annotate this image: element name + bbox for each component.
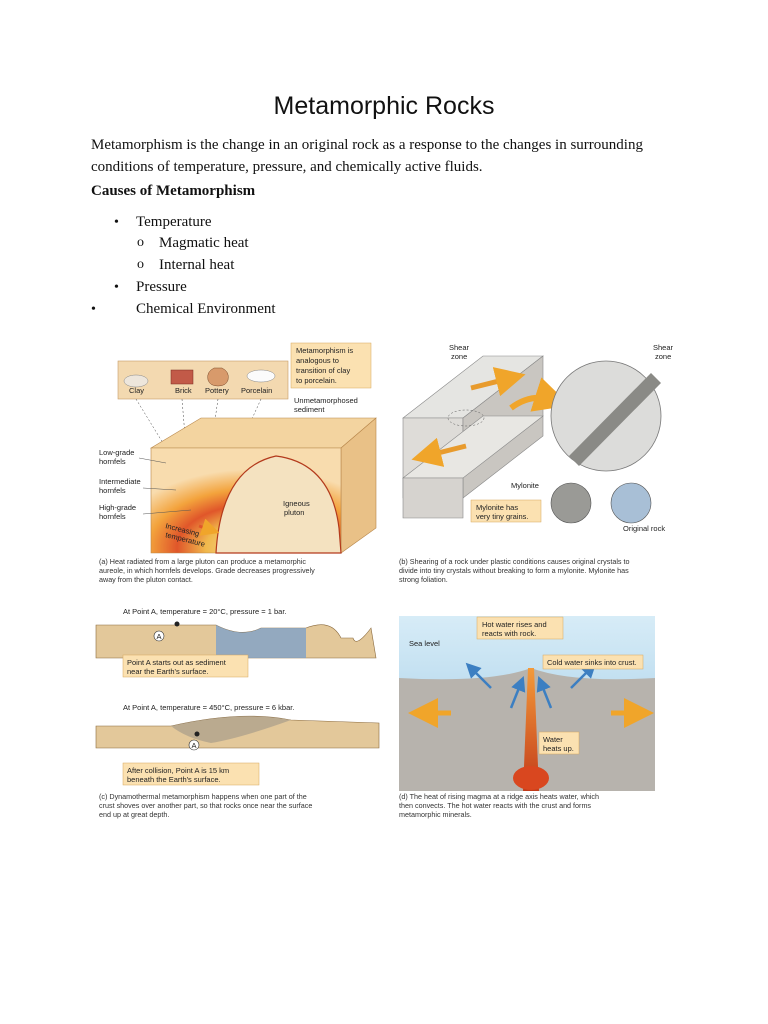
- analogy-note-line: Metamorphism is: [296, 346, 353, 355]
- metamorphism-figure: Clay Brick Pottery Porcelain Metamorphis…: [95, 342, 674, 819]
- bullet-icon: •: [91, 302, 96, 317]
- pluton-label: pluton: [284, 508, 304, 517]
- cold-water-note: Cold water sinks into crust.: [547, 658, 637, 667]
- shear-zone-label: zone: [655, 352, 671, 361]
- circle-bullet-icon: o: [137, 257, 144, 272]
- porcelain-label: Porcelain: [241, 386, 272, 395]
- mylonite-label: Mylonite: [511, 481, 539, 490]
- analogy-note-line: transition of clay: [296, 366, 350, 375]
- bullet-icon: •: [114, 280, 119, 295]
- caption-a: aureole, in which hornfels develops. Gra…: [99, 566, 315, 575]
- original-rock-label: Original rock: [623, 524, 665, 533]
- caption-c: end up at great depth.: [99, 810, 169, 819]
- circle-bullet-icon: o: [137, 235, 144, 250]
- shear-zone-label: Shear: [449, 343, 470, 352]
- panel-d-hydrothermal: Sea level Hot water rises and reacts wit…: [399, 616, 655, 819]
- point-a-note: beneath the Earth's surface.: [127, 775, 221, 784]
- condition-top: At Point A, temperature = 20°C, pressure…: [123, 607, 287, 616]
- intro-paragraph: Metamorphism is the change in an origina…: [91, 137, 643, 175]
- point-a-note: After collision, Point A is 15 km: [127, 766, 229, 775]
- hot-water-note: reacts with rock.: [482, 629, 536, 638]
- low-grade-label: hornfels: [99, 457, 126, 466]
- shear-zone-label: Shear: [653, 343, 674, 352]
- heats-up-note: heats up.: [543, 744, 574, 753]
- mylonite-sample: [550, 482, 592, 524]
- analogy-note-line: analogous to: [296, 356, 339, 365]
- shear-zone-label: zone: [451, 352, 467, 361]
- caption-c: (c) Dynamothermal metamorphism happens w…: [99, 792, 307, 801]
- point-a-label: A: [157, 632, 162, 641]
- caption-d: metamorphic minerals.: [399, 810, 472, 819]
- bullet-icon: •: [114, 215, 119, 230]
- point-a-marker: [188, 739, 200, 751]
- caption-d: (d) The heat of rising magma at a ridge …: [399, 792, 599, 801]
- high-grade-label: hornfels: [99, 512, 126, 521]
- low-grade-label: Low-grade: [99, 448, 134, 457]
- point-a-marker: [153, 630, 165, 642]
- caption-c: crust shoves over another part, so that …: [99, 801, 312, 810]
- caption-a: away from the pluton contact.: [99, 575, 193, 584]
- intermediate-label: hornfels: [99, 486, 126, 495]
- brick-icon: [170, 369, 194, 385]
- point-a-label: A: [192, 741, 197, 750]
- mylonite-note: very tiny grains.: [476, 512, 529, 521]
- magnified-view: [550, 360, 662, 472]
- brick-label: Brick: [175, 386, 192, 395]
- high-grade-label: High-grade: [99, 503, 136, 512]
- point-a-note: near the Earth's surface.: [127, 667, 208, 676]
- porcelain-icon: [246, 369, 276, 383]
- pluton-label: Igneous: [283, 499, 310, 508]
- clay-icon: [123, 374, 149, 388]
- unmetamorphosed-label: Unmetamorphosed: [294, 396, 358, 405]
- igneous-pluton: [215, 455, 342, 554]
- heats-up-note: Water: [543, 735, 563, 744]
- cause-item: Pressure: [136, 279, 187, 295]
- panel-a-contact-metamorphism: Clay Brick Pottery Porcelain Metamorphis…: [99, 342, 377, 584]
- caption-b: (b) Shearing of a rock under plastic con…: [399, 557, 630, 566]
- rising-magma: [523, 668, 539, 791]
- cause-item: Temperature: [136, 214, 212, 230]
- pottery-icon: [207, 367, 229, 387]
- caption-b: divide into tiny crystals without breaki…: [399, 566, 629, 575]
- caption-a: (a) Heat radiated from a large pluton ca…: [99, 557, 306, 566]
- mylonite-note: Mylonite has: [476, 503, 518, 512]
- caption-d: then convects. The hot water reacts with…: [399, 801, 591, 810]
- cause-subitem: Internal heat: [159, 257, 235, 273]
- pottery-label: Pottery: [205, 386, 229, 395]
- intermediate-label: Intermediate: [99, 477, 141, 486]
- panel-c-dynamothermal: At Point A, temperature = 20°C, pressure…: [95, 607, 380, 819]
- point-a-note: Point A starts out as sediment: [127, 658, 227, 667]
- panel-b-shearing: Shear zone Shear zone Mylonite Mylonite …: [399, 343, 674, 584]
- caption-b: strong foliation.: [399, 575, 448, 584]
- cause-subitem: Magmatic heat: [159, 235, 249, 251]
- analogy-note-line: to porcelain.: [296, 376, 337, 385]
- page-title: Metamorphic Rocks: [273, 92, 495, 120]
- unmetamorphosed-label: sediment: [294, 405, 325, 414]
- condition-bottom: At Point A, temperature = 450°C, pressur…: [123, 703, 294, 712]
- section-heading: Causes of Metamorphism: [91, 183, 256, 199]
- hot-water-note: Hot water rises and: [482, 620, 547, 629]
- sea-level-label: Sea level: [409, 639, 440, 648]
- cause-item: Chemical Environment: [136, 301, 276, 317]
- original-rock-sample: [610, 482, 652, 524]
- clay-label: Clay: [129, 386, 144, 395]
